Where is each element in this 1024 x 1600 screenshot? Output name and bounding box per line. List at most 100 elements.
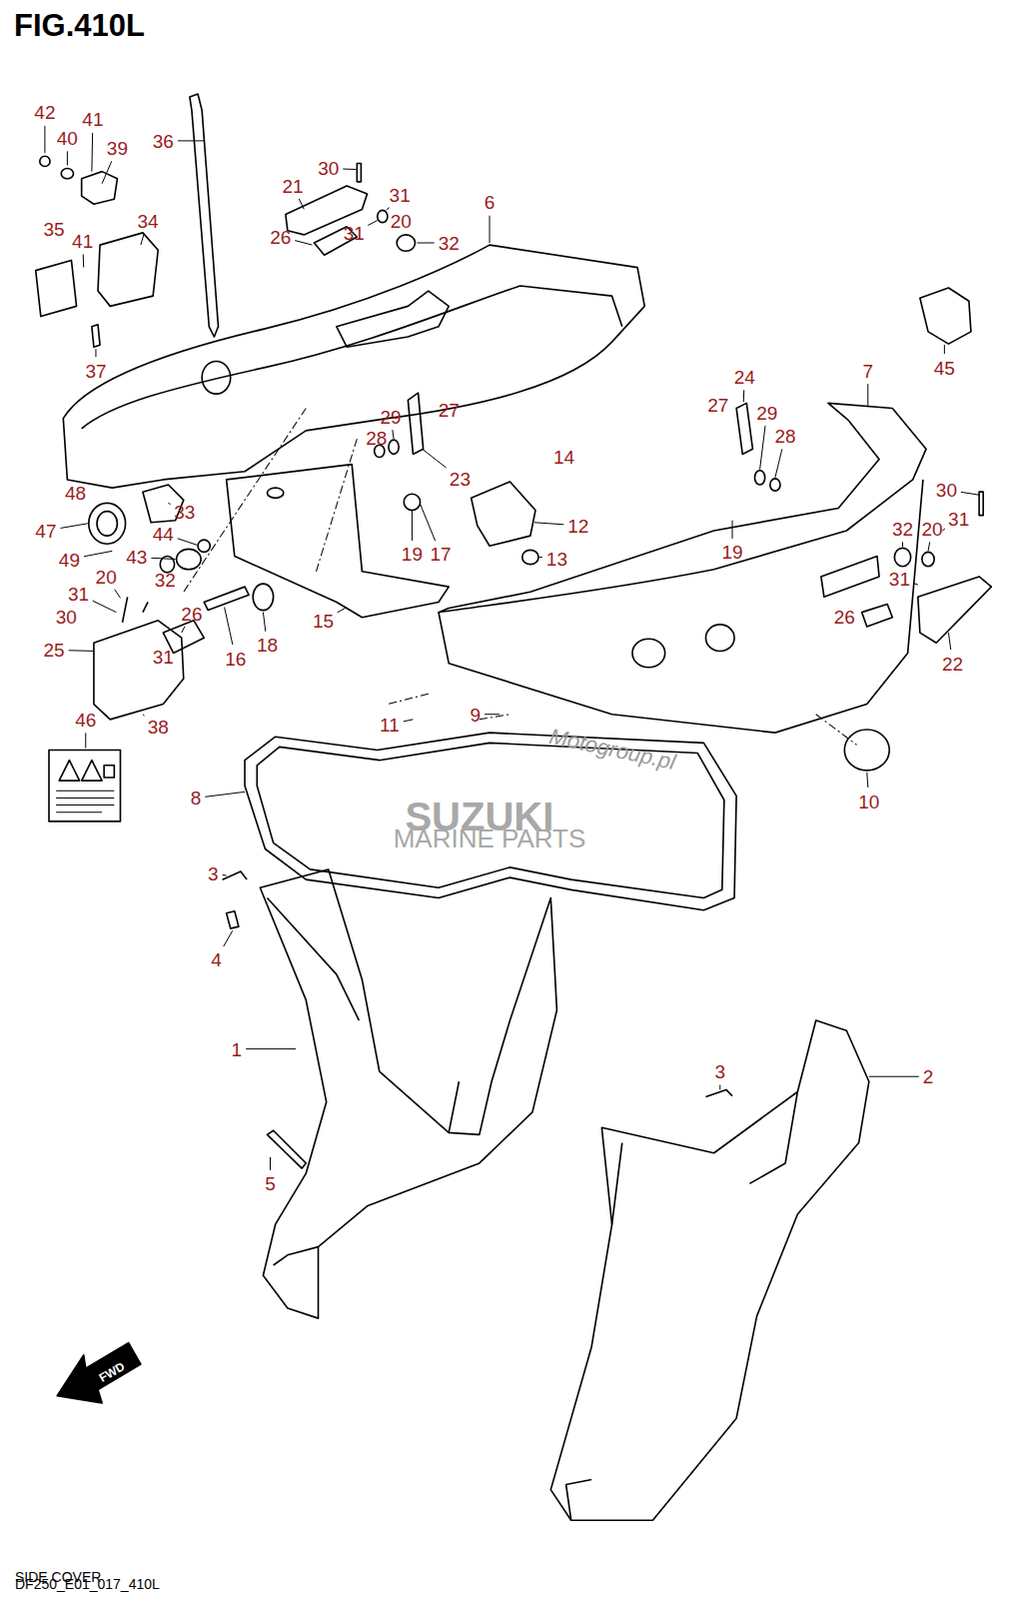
cover-part	[438, 479, 924, 733]
grommet	[88, 502, 126, 544]
leader-line	[403, 719, 414, 722]
callout-number: 32	[892, 518, 914, 538]
leader-line	[743, 389, 745, 402]
leader-line	[245, 1047, 296, 1049]
leader-line	[83, 550, 112, 556]
callout-number: 20	[922, 518, 944, 538]
callout-number: 33	[173, 501, 195, 521]
callout-number: 31	[343, 222, 365, 242]
leader-line	[869, 1075, 920, 1077]
leader-line	[914, 583, 919, 585]
callout-number: 29	[379, 406, 401, 426]
callout-number: 31	[67, 584, 89, 604]
leader-line	[92, 600, 117, 612]
callout-number: 29	[756, 402, 778, 422]
nut	[522, 549, 539, 564]
leader-line	[342, 168, 356, 170]
leader-line	[420, 503, 436, 541]
washer	[60, 168, 73, 179]
callout-number: 26	[269, 226, 291, 246]
warning-symbol	[58, 760, 102, 781]
callout-number: 25	[43, 640, 65, 660]
leader-line	[961, 491, 980, 495]
leader-line	[902, 541, 904, 547]
assembly-line	[183, 407, 858, 745]
leader-line	[386, 207, 389, 211]
bracket	[81, 171, 118, 205]
callout-number: 26	[180, 603, 202, 623]
cover-part	[438, 402, 927, 612]
cap	[844, 729, 890, 771]
leader-line	[944, 344, 946, 354]
callout-number: 26	[834, 606, 856, 626]
leader-line	[337, 607, 347, 613]
leader-line	[392, 429, 394, 439]
grommet	[96, 511, 117, 537]
washer	[197, 539, 210, 552]
callout-number: 32	[438, 233, 460, 253]
watermark: MARINE PARTS	[393, 825, 587, 852]
pin	[122, 596, 149, 623]
callout-number: 12	[567, 515, 589, 535]
callout-number: 30	[317, 158, 339, 178]
callout-number: 46	[74, 709, 96, 729]
leader-line	[204, 791, 245, 797]
stopper	[377, 209, 388, 222]
leader-line	[489, 215, 491, 243]
lower-cover	[259, 869, 557, 1318]
handle	[918, 576, 993, 643]
handle	[93, 620, 184, 720]
lower-cover	[550, 1020, 870, 1520]
callout-number: 13	[546, 548, 568, 568]
leader-line	[114, 589, 121, 599]
fwd-arrow	[56, 1342, 141, 1403]
leader-line	[867, 383, 869, 406]
leader-line	[94, 348, 96, 357]
leader-line	[948, 632, 951, 650]
callout-number: 43	[125, 547, 147, 567]
leader-line	[177, 139, 204, 141]
cover-part	[62, 244, 645, 488]
washer	[770, 478, 781, 491]
leader-line	[59, 523, 87, 529]
caution-label	[48, 749, 120, 821]
callout-number: 24	[734, 366, 756, 386]
callout-number: 19	[721, 542, 743, 562]
clip	[736, 402, 753, 454]
leader-line	[942, 528, 946, 531]
callout-number: 30	[55, 606, 77, 626]
washer	[388, 439, 399, 454]
pin	[979, 491, 984, 515]
callout-number: 15	[312, 610, 334, 630]
cover-edge	[81, 285, 623, 429]
leader-line	[262, 612, 265, 632]
leader-line	[177, 538, 197, 545]
hole	[201, 361, 231, 395]
callout-number: 49	[58, 549, 80, 569]
latch	[862, 603, 894, 626]
callout-number: 48	[64, 483, 86, 503]
plug	[920, 287, 972, 344]
leader-line	[222, 874, 227, 877]
callout-number: 31	[889, 568, 911, 588]
callout-number: 45	[934, 357, 956, 377]
callout-number: 3	[714, 1061, 726, 1081]
leader-line	[269, 1156, 271, 1170]
cover-part	[226, 464, 450, 618]
callout-number: 6	[484, 192, 496, 212]
leader-line	[84, 732, 86, 748]
hole	[266, 487, 283, 498]
leader-line	[732, 520, 734, 539]
callout-number: 5	[264, 1173, 276, 1193]
callout-number: 18	[256, 635, 278, 655]
callout-number: 39	[106, 138, 128, 158]
leader-line	[43, 125, 45, 153]
leader-line	[167, 502, 170, 504]
leader-line	[101, 160, 112, 184]
callout-number: 30	[936, 480, 958, 500]
leader-line	[90, 132, 93, 172]
callout-number: 16	[224, 648, 246, 668]
callout-number: 31	[152, 646, 174, 666]
washer	[754, 470, 765, 485]
callout-number: 14	[553, 447, 575, 467]
